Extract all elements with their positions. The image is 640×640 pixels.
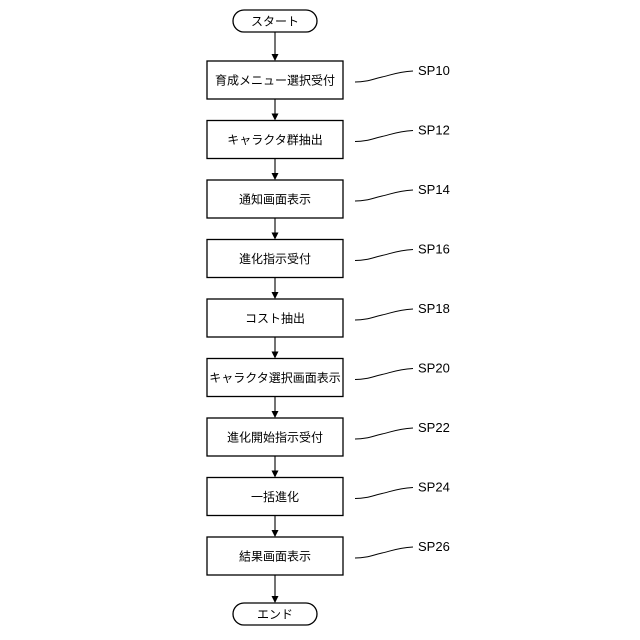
step-label-sp18: SP18 bbox=[418, 301, 450, 316]
step-label-sp24: SP24 bbox=[418, 480, 450, 495]
leader-line-sp16 bbox=[355, 250, 413, 261]
step-label-sp20: SP20 bbox=[418, 361, 450, 376]
process-text-sp10: 育成メニュー選択受付 bbox=[215, 73, 335, 88]
flowchart-step-labels: SP10SP12SP14SP16SP18SP20SP22SP24SP26 bbox=[355, 63, 450, 558]
step-label-sp12: SP12 bbox=[418, 123, 450, 138]
step-label-sp26: SP26 bbox=[418, 539, 450, 554]
leader-line-sp18 bbox=[355, 309, 413, 320]
step-label-sp14: SP14 bbox=[418, 182, 450, 197]
process-text-sp26: 結果画面表示 bbox=[239, 550, 311, 564]
end-terminal-label: エンド bbox=[257, 608, 293, 622]
leader-line-sp26 bbox=[355, 547, 413, 558]
leader-line-sp12 bbox=[355, 131, 413, 142]
process-text-sp14: 通知画面表示 bbox=[239, 193, 311, 207]
leader-line-sp14 bbox=[355, 190, 413, 201]
process-text-sp16: 進化指示受付 bbox=[239, 251, 311, 266]
process-text-sp12: キャラクタ群抽出 bbox=[227, 133, 323, 147]
process-text-sp18: コスト抽出 bbox=[245, 312, 305, 326]
process-text-sp22: 進化開始指示受付 bbox=[227, 430, 323, 445]
leader-line-sp22 bbox=[355, 428, 413, 439]
step-label-sp16: SP16 bbox=[418, 242, 450, 257]
step-label-sp10: SP10 bbox=[418, 63, 450, 78]
leader-line-sp24 bbox=[355, 488, 413, 499]
step-label-sp22: SP22 bbox=[418, 420, 450, 435]
start-terminal-label: スタート bbox=[251, 15, 299, 29]
leader-line-sp10 bbox=[355, 71, 413, 82]
process-text-sp24: 一括進化 bbox=[251, 489, 299, 504]
process-text-sp20: キャラクタ選択画面表示 bbox=[209, 371, 341, 385]
leader-line-sp20 bbox=[355, 369, 413, 380]
